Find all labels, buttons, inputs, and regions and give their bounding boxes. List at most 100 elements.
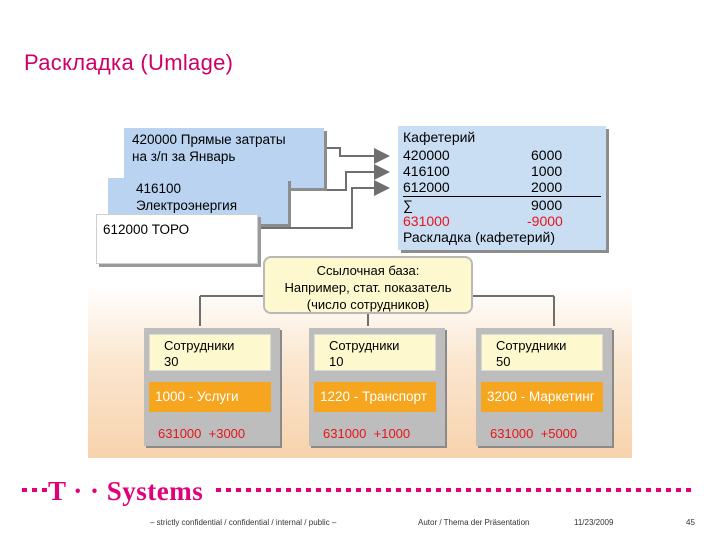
- connector-lines: [199, 147, 555, 326]
- dot: [446, 488, 451, 492]
- dot: [296, 488, 301, 492]
- dot: [426, 488, 431, 492]
- page-number: 45: [686, 518, 695, 527]
- cafeteria-account: 416100: [403, 163, 450, 179]
- dot: [566, 488, 571, 492]
- arrow-line: [324, 147, 390, 164]
- dot: [416, 488, 421, 492]
- dot: [436, 488, 441, 492]
- cafeteria-account: 612000: [403, 179, 450, 195]
- result-account: 631000: [323, 426, 367, 441]
- cost-center: 1000 - Услуги: [149, 382, 271, 412]
- dot: [556, 488, 561, 492]
- arrow-line: [258, 180, 390, 229]
- department-services: Сотрудники 30 1000 - Услуги 631000 +3000: [144, 328, 280, 446]
- employees-count: 30: [164, 354, 179, 369]
- dot: [306, 488, 311, 492]
- sum-symbol: ∑: [403, 197, 413, 213]
- dot: [266, 488, 271, 492]
- result-account: 631000: [490, 426, 534, 441]
- dot: [456, 488, 461, 492]
- dot: [666, 488, 671, 492]
- dot: [216, 488, 221, 492]
- doc-line: 420000 Прямые затраты: [132, 132, 286, 147]
- cafeteria-header: Кафетерий: [403, 129, 476, 145]
- dot: [356, 488, 361, 492]
- cafeteria-box: Кафетерий 420000 6000 416100 1000 612000 20…: [398, 126, 606, 250]
- dot: [376, 488, 381, 492]
- dot: [476, 488, 481, 492]
- dot: [656, 488, 661, 492]
- page-title: Раскладка (Umlage): [24, 50, 234, 75]
- dot: [586, 488, 591, 492]
- result-amount: +1000: [373, 426, 411, 441]
- allocation-result: 631000 +3000: [158, 426, 245, 441]
- cafeteria-amount: 6000: [531, 147, 563, 163]
- doc-toro: 612000 ТОРО: [96, 214, 258, 264]
- result-amount: +3000: [208, 426, 246, 441]
- dot: [576, 488, 581, 492]
- dot: [596, 488, 601, 492]
- doc-line: на з/п за Январь: [132, 149, 236, 164]
- doc-line: 416100: [136, 181, 182, 196]
- dot: [536, 488, 541, 492]
- result-value: -9000: [527, 213, 563, 229]
- allocation-result: 631000 +5000: [490, 426, 577, 441]
- employees-label: Сотрудники: [496, 338, 567, 353]
- dot: [316, 488, 321, 492]
- dot: [496, 488, 501, 492]
- result-account: 631000: [403, 213, 450, 229]
- employees-label: Сотрудники: [164, 338, 235, 353]
- dot: [686, 488, 691, 492]
- reference-base-box: Ссылочная база: Например, стат. показате…: [263, 256, 473, 314]
- employees-box: Сотрудники 30: [149, 334, 271, 371]
- author-topic: Autor / Thema der Präsentation: [418, 518, 530, 527]
- cafeteria-amount: 2000: [531, 179, 563, 195]
- doc-line: Электроэнергия: [136, 198, 238, 213]
- dot: [526, 488, 531, 492]
- dot: [336, 488, 341, 492]
- dot: [486, 488, 491, 492]
- dot: [386, 488, 391, 492]
- dot: [346, 488, 351, 492]
- department-marketing: Сотрудники 50 3200 - Маркетинг 631000 +5…: [476, 328, 612, 446]
- dot: [326, 488, 331, 492]
- dot: [406, 488, 411, 492]
- dot: [616, 488, 621, 492]
- cafeteria-caption: Раскладка (кафетерий): [403, 229, 556, 245]
- department-transport: Сотрудники 10 1220 - Транспорт 631000 +1…: [309, 328, 445, 446]
- allocation-diagram: 420000 Прямые затраты на з/п за Январь 4…: [88, 120, 632, 458]
- tsystems-logo: T · · Systems: [48, 476, 204, 506]
- dot: [246, 488, 251, 492]
- result-amount: +5000: [540, 426, 578, 441]
- dot: [286, 488, 291, 492]
- sum-divider: [403, 196, 601, 197]
- sum-value: 9000: [531, 197, 563, 213]
- employees-count: 10: [329, 354, 344, 369]
- dot: [256, 488, 261, 492]
- dot: [636, 488, 641, 492]
- arrow-line: [288, 164, 390, 191]
- employees-count: 50: [496, 354, 511, 369]
- cafeteria-account: 420000: [403, 147, 450, 163]
- dot: [606, 488, 611, 492]
- dot: [226, 488, 231, 492]
- footer-date: 11/23/2009: [574, 518, 614, 527]
- dot: [506, 488, 511, 492]
- dot: [516, 488, 521, 492]
- dot: [466, 488, 471, 492]
- confidentiality-note: – strictly confidential / confidential /…: [150, 518, 337, 527]
- dot: [546, 488, 551, 492]
- doc-line: 612000 ТОРО: [103, 222, 190, 237]
- dot: [646, 488, 651, 492]
- employees-label: Сотрудники: [329, 338, 400, 353]
- result-account: 631000: [158, 426, 202, 441]
- dotted-line-right: [216, 488, 691, 492]
- cost-center: 1220 - Транспорт: [314, 382, 436, 412]
- employees-box: Сотрудники 10: [314, 334, 436, 371]
- cafeteria-amount: 1000: [531, 163, 563, 179]
- reference-base-line: (число сотрудников): [306, 297, 430, 312]
- reference-base-line: Например, стат. показатель: [284, 280, 452, 295]
- cost-center: 3200 - Маркетинг: [481, 382, 603, 412]
- reference-base-line: Ссылочная база:: [316, 263, 420, 278]
